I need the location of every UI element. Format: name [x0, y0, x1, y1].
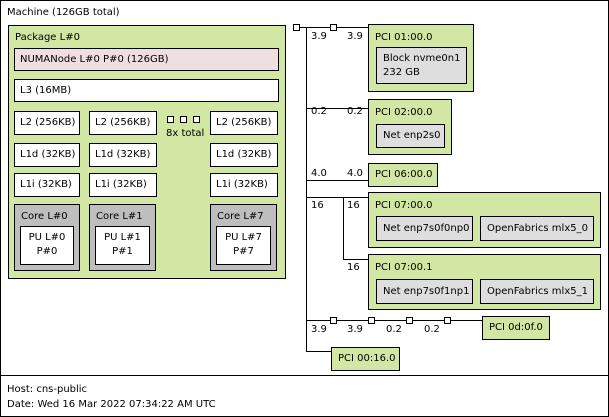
link-speed-label: 16: [311, 200, 324, 211]
pci-title: PCI 07:00.1: [375, 262, 433, 273]
pu-label: PU L#1: [104, 232, 141, 243]
host-label: Host: cns-public: [7, 384, 88, 395]
pci-title: PCI 07:00.0: [375, 200, 433, 211]
l1i-cache: L1i (32KB): [210, 173, 278, 197]
l1d-cache: L1d (32KB): [89, 143, 157, 167]
pci-bridge-icon: [444, 317, 451, 324]
pci-bridge-icon: [330, 317, 337, 324]
collapsed-count-label: 8x total: [166, 128, 205, 139]
link-speed-label: 3.9: [347, 324, 363, 335]
pci-device: PCI 0d:0f.0: [482, 316, 550, 340]
link-speed-label: 3.9: [311, 324, 327, 335]
link-speed-label: 4.0: [311, 168, 327, 179]
l2-cache: L2 (256KB): [14, 111, 80, 135]
os-device-label: Net enp7s0f0np0: [383, 223, 470, 234]
os-device-openfabrics: OpenFabrics mlx5_1: [480, 279, 594, 304]
pu-box: PU L#0 P#0: [20, 226, 74, 265]
numa-node-label: NUMANode L#0 P#0 (126GB): [20, 54, 169, 65]
bus-trunk: [343, 197, 344, 259]
collapsed-core-square: [167, 116, 174, 123]
machine-title: Machine (126GB total): [7, 7, 120, 18]
link-speed-label: 3.9: [311, 31, 327, 42]
pci-bridge-icon: [330, 24, 337, 31]
os-device-label: Block nvme0n1: [383, 53, 461, 64]
bus-link: [306, 197, 343, 198]
numa-node: NUMANode L#0 P#0 (126GB): [14, 48, 279, 71]
bus-link: [306, 320, 482, 321]
pci-device: PCI 00:16.0: [331, 347, 400, 371]
pci-device: PCI 06:00.0: [368, 163, 438, 187]
l3-cache: L3 (16MB): [14, 79, 279, 102]
link-speed-label: 4.0: [347, 168, 363, 179]
l1d-cache-label: L1d (32KB): [216, 149, 272, 160]
os-device-net: Net enp2s0: [376, 124, 445, 148]
bus-link: [306, 351, 331, 352]
link-speed-label: 0.2: [386, 324, 402, 335]
link-speed-label: 0.2: [347, 106, 363, 117]
date-label: Date: Wed 16 Mar 2022 07:34:22 AM UTC: [7, 399, 216, 410]
l1d-cache-label: L1d (32KB): [20, 149, 76, 160]
l3-cache-label: L3 (16MB): [20, 85, 72, 96]
pu-label: PU L#7: [225, 232, 262, 243]
link-speed-label: 0.2: [311, 106, 327, 117]
link-speed-label: 16: [347, 200, 360, 211]
os-device-label: Net enp7s0f1np1: [383, 286, 470, 297]
os-device-block: Block nvme0n1 232 GB: [376, 47, 467, 84]
os-device-label: OpenFabrics mlx5_0: [487, 223, 588, 234]
collapsed-core-square: [193, 116, 200, 123]
collapsed-core-square: [180, 116, 187, 123]
l2-cache: L2 (256KB): [89, 111, 157, 135]
core-label: Core L#1: [96, 211, 143, 222]
pci-title: PCI 0d:0f.0: [489, 322, 543, 333]
pu-box: PU L#1 P#1: [95, 226, 150, 265]
l1i-cache-label: L1i (32KB): [95, 179, 147, 190]
host-bridge-icon: [293, 24, 300, 31]
l1i-cache-label: L1i (32KB): [20, 179, 72, 190]
pci-title: PCI 00:16.0: [338, 353, 396, 364]
pu-box: PU L#7 P#7: [216, 226, 271, 265]
l2-cache: L2 (256KB): [210, 111, 278, 135]
os-device-size: 232 GB: [383, 67, 420, 78]
pu-os-index: P#7: [233, 246, 254, 257]
l1d-cache-label: L1d (32KB): [95, 149, 151, 160]
pu-os-index: P#0: [36, 246, 58, 257]
os-device-label: Net enp2s0: [383, 130, 441, 141]
l2-cache-label: L2 (256KB): [216, 117, 272, 128]
core-label: Core L#0: [21, 211, 68, 222]
pci-title: PCI 02:00.0: [375, 107, 433, 118]
pci-bridge-icon: [368, 317, 375, 324]
pci-bridge-icon: [406, 317, 413, 324]
l1i-cache: L1i (32KB): [89, 173, 157, 197]
l1i-cache: L1i (32KB): [14, 173, 80, 197]
os-device-net: Net enp7s0f0np0: [376, 216, 473, 241]
pci-title: PCI 06:00.0: [375, 169, 433, 180]
core-label: Core L#7: [217, 211, 264, 222]
bus-link: [343, 259, 368, 260]
pu-os-index: P#1: [112, 246, 133, 257]
os-device-net: Net enp7s0f1np1: [376, 279, 473, 304]
l1d-cache: L1d (32KB): [210, 143, 278, 167]
os-device-label: OpenFabrics mlx5_1: [487, 286, 588, 297]
l2-cache-label: L2 (256KB): [95, 117, 151, 128]
footer-box: Host: cns-public Date: Wed 16 Mar 2022 0…: [0, 376, 609, 417]
link-speed-label: 16: [347, 262, 360, 273]
bus-link: [343, 197, 368, 198]
bus-link: [306, 108, 368, 109]
package-title: Package L#0: [15, 32, 80, 43]
pci-title: PCI 01:00.0: [375, 32, 433, 43]
bus-link: [306, 180, 368, 181]
l2-cache-label: L2 (256KB): [20, 117, 76, 128]
link-speed-label: 0.2: [424, 324, 440, 335]
os-device-openfabrics: OpenFabrics mlx5_0: [480, 216, 594, 241]
bus-trunk: [306, 27, 307, 351]
link-speed-label: 3.9: [347, 31, 363, 42]
l1d-cache: L1d (32KB): [14, 143, 80, 167]
l1i-cache-label: L1i (32KB): [216, 179, 268, 190]
pu-label: PU L#0: [28, 232, 66, 243]
